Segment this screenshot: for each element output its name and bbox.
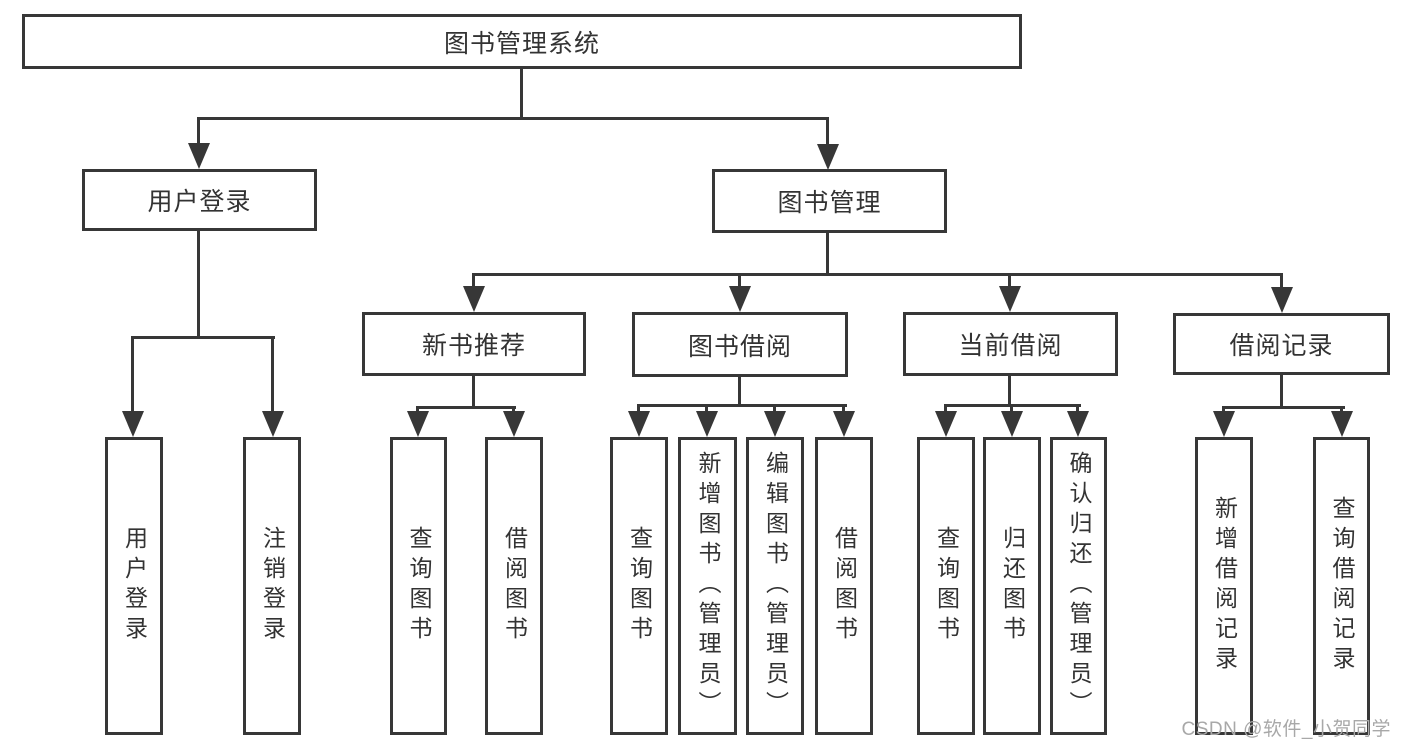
node-label: 归还图书 (999, 526, 1026, 646)
connector-line (197, 117, 829, 120)
node-book-borrowing: 图书借阅 (632, 312, 848, 377)
connector-line (1008, 273, 1011, 287)
connector-line (512, 406, 515, 413)
connector-line (1010, 404, 1013, 413)
connector-line (472, 273, 1283, 276)
connector-line (637, 404, 847, 407)
connector-line (1340, 406, 1343, 413)
node-label: 借阅图书 (501, 526, 528, 646)
connector-arrowhead-icon (1331, 411, 1353, 437)
node-borrowing-records: 借阅记录 (1173, 313, 1390, 375)
node-label: 新增图书（管理员） (695, 451, 721, 721)
connector-line (738, 377, 741, 404)
node-label: 图书管理系统 (443, 29, 600, 58)
node-cb-return-books: 归还图书 (983, 437, 1041, 735)
node-label: 查询借阅记录 (1329, 496, 1355, 676)
connector-line (842, 404, 845, 413)
connector-arrowhead-icon (262, 411, 284, 437)
connector-line (416, 406, 419, 413)
connector-line (197, 231, 200, 336)
connector-line (1280, 273, 1283, 288)
connector-arrowhead-icon (463, 286, 485, 312)
connector-arrowhead-icon (1271, 287, 1293, 313)
connector-line (1280, 375, 1283, 406)
node-br-query-record: 查询借阅记录 (1313, 437, 1370, 735)
connector-arrowhead-icon (764, 411, 786, 437)
connector-line (131, 336, 134, 412)
connector-arrowhead-icon (833, 411, 855, 437)
node-logout-leaf: 注销登录 (243, 437, 301, 735)
node-label: 图书借阅 (687, 332, 792, 361)
connector-line (520, 69, 523, 117)
node-bb-add-books-admin: 新增图书（管理员） (678, 437, 737, 735)
connector-line (1222, 406, 1225, 413)
connector-line (131, 336, 275, 339)
connector-line (826, 233, 829, 273)
connector-line (944, 404, 947, 413)
node-cb-confirm-return-admin: 确认归还（管理员） (1050, 437, 1107, 735)
node-br-add-record: 新增借阅记录 (1195, 437, 1253, 735)
node-label: 借阅图书 (831, 526, 858, 646)
connector-arrowhead-icon (407, 411, 429, 437)
connector-arrowhead-icon (628, 411, 650, 437)
node-book-management-branch: 图书管理 (712, 169, 947, 233)
node-label: 查询图书 (933, 526, 960, 646)
node-label: 确认归还（管理员） (1066, 451, 1092, 721)
node-label: 用户登录 (121, 526, 148, 646)
connector-arrowhead-icon (935, 411, 957, 437)
node-label: 编辑图书（管理员） (762, 451, 789, 721)
node-label: 查询图书 (626, 526, 653, 646)
node-label: 用户登录 (147, 188, 252, 216)
connector-line (271, 336, 274, 412)
node-user-login-leaf: 用户登录 (105, 437, 163, 735)
connector-arrowhead-icon (999, 286, 1021, 312)
node-user-login-branch: 用户登录 (82, 169, 317, 231)
node-current-borrowing: 当前借阅 (903, 312, 1118, 376)
connector-line (1222, 406, 1345, 409)
node-bb-query-books: 查询图书 (610, 437, 668, 735)
node-label: 借阅记录 (1229, 332, 1334, 360)
connector-line (472, 376, 475, 406)
connector-arrowhead-icon (503, 411, 525, 437)
connector-arrowhead-icon (1213, 411, 1235, 437)
connector-line (416, 406, 516, 409)
watermark-text: CSDN @软件_小贺同学 (1181, 719, 1391, 740)
connector-line (197, 117, 200, 144)
connector-line (738, 273, 741, 287)
node-label: 当前借阅 (958, 332, 1063, 360)
connector-line (705, 404, 708, 413)
connector-arrowhead-icon (696, 411, 718, 437)
node-rec-query-books: 查询图书 (390, 437, 447, 735)
node-label: 新增借阅记录 (1211, 496, 1238, 676)
node-rec-borrow-books: 借阅图书 (485, 437, 543, 735)
node-label: 新书推荐 (421, 332, 526, 360)
connector-line (1076, 404, 1079, 413)
node-library-management-system: 图书管理系统 (22, 14, 1022, 69)
connector-line (637, 404, 640, 413)
connector-line (773, 404, 776, 413)
connector-arrowhead-icon (122, 411, 144, 437)
node-bb-edit-books-admin: 编辑图书（管理员） (746, 437, 804, 735)
node-label: 图书管理 (777, 189, 882, 217)
node-label: 注销登录 (259, 526, 286, 646)
connector-line (1008, 376, 1011, 404)
node-bb-borrow-books: 借阅图书 (815, 437, 873, 735)
connector-line (826, 117, 829, 145)
node-new-book-recommendation: 新书推荐 (362, 312, 586, 376)
connector-arrowhead-icon (1001, 411, 1023, 437)
node-label: 查询图书 (406, 526, 432, 646)
connector-line (472, 273, 475, 287)
node-cb-query-books: 查询图书 (917, 437, 975, 735)
connector-arrowhead-icon (188, 143, 210, 169)
connector-arrowhead-icon (1067, 411, 1089, 437)
connector-arrowhead-icon (729, 286, 751, 312)
connector-arrowhead-icon (817, 144, 839, 170)
